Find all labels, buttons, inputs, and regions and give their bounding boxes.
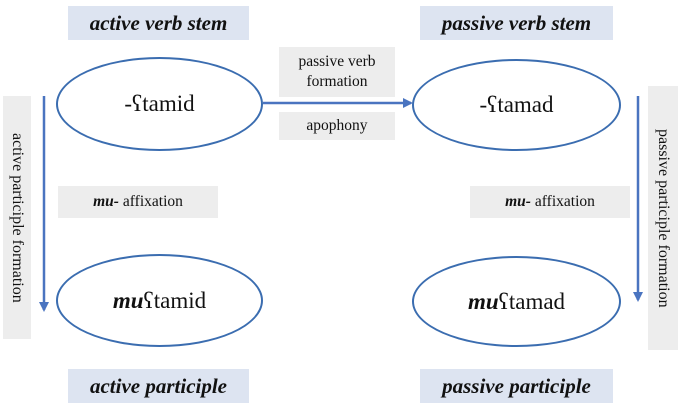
mu-prefix: mu (467, 288, 499, 314)
active-participle-rest: ʕtamid (143, 287, 207, 313)
mu-prefix: mu (112, 287, 144, 313)
active-participle-formation-text: active participle formation (9, 132, 26, 303)
passive-participle-rest: ʕtamad (498, 288, 566, 314)
heading-passive-verb-stem: passive verb stem (420, 6, 613, 40)
node-active-participle: muʕtamid (56, 254, 263, 347)
affixation-label: affixation (122, 193, 183, 210)
passive-participle-text: muʕtamad (468, 289, 565, 315)
node-passive-participle: muʕtamad (412, 256, 621, 347)
mu-prefix-label: mu- (93, 193, 119, 210)
mu-prefix-label: mu- (505, 193, 531, 210)
label-mu-affixation-active: mu- affixation (58, 186, 218, 218)
label-passive-verb-formation: passive verb formation (279, 47, 395, 97)
label-active-participle-formation: active participle formation (3, 96, 31, 339)
node-passive-stem: -ʕtamad (412, 59, 621, 151)
active-participle-text: muʕtamid (113, 288, 206, 314)
label-passive-participle-formation: passive participle formation (648, 86, 678, 350)
label-passive-verb-formation-text: passive verb formation (298, 53, 376, 90)
heading-active-participle: active participle (68, 369, 249, 403)
node-active-stem: -ʕtamid (56, 57, 263, 151)
active-stem-text: -ʕtamid (124, 91, 195, 116)
heading-active-verb-stem: active verb stem (68, 6, 249, 40)
label-apophony: apophony (279, 112, 395, 140)
label-mu-affixation-passive: mu- affixation (470, 186, 630, 218)
passive-stem-text: -ʕtamad (479, 92, 554, 117)
passive-participle-formation-text: passive participle formation (655, 128, 672, 308)
heading-passive-participle: passive participle (420, 369, 613, 403)
affixation-label: affixation (534, 193, 595, 210)
